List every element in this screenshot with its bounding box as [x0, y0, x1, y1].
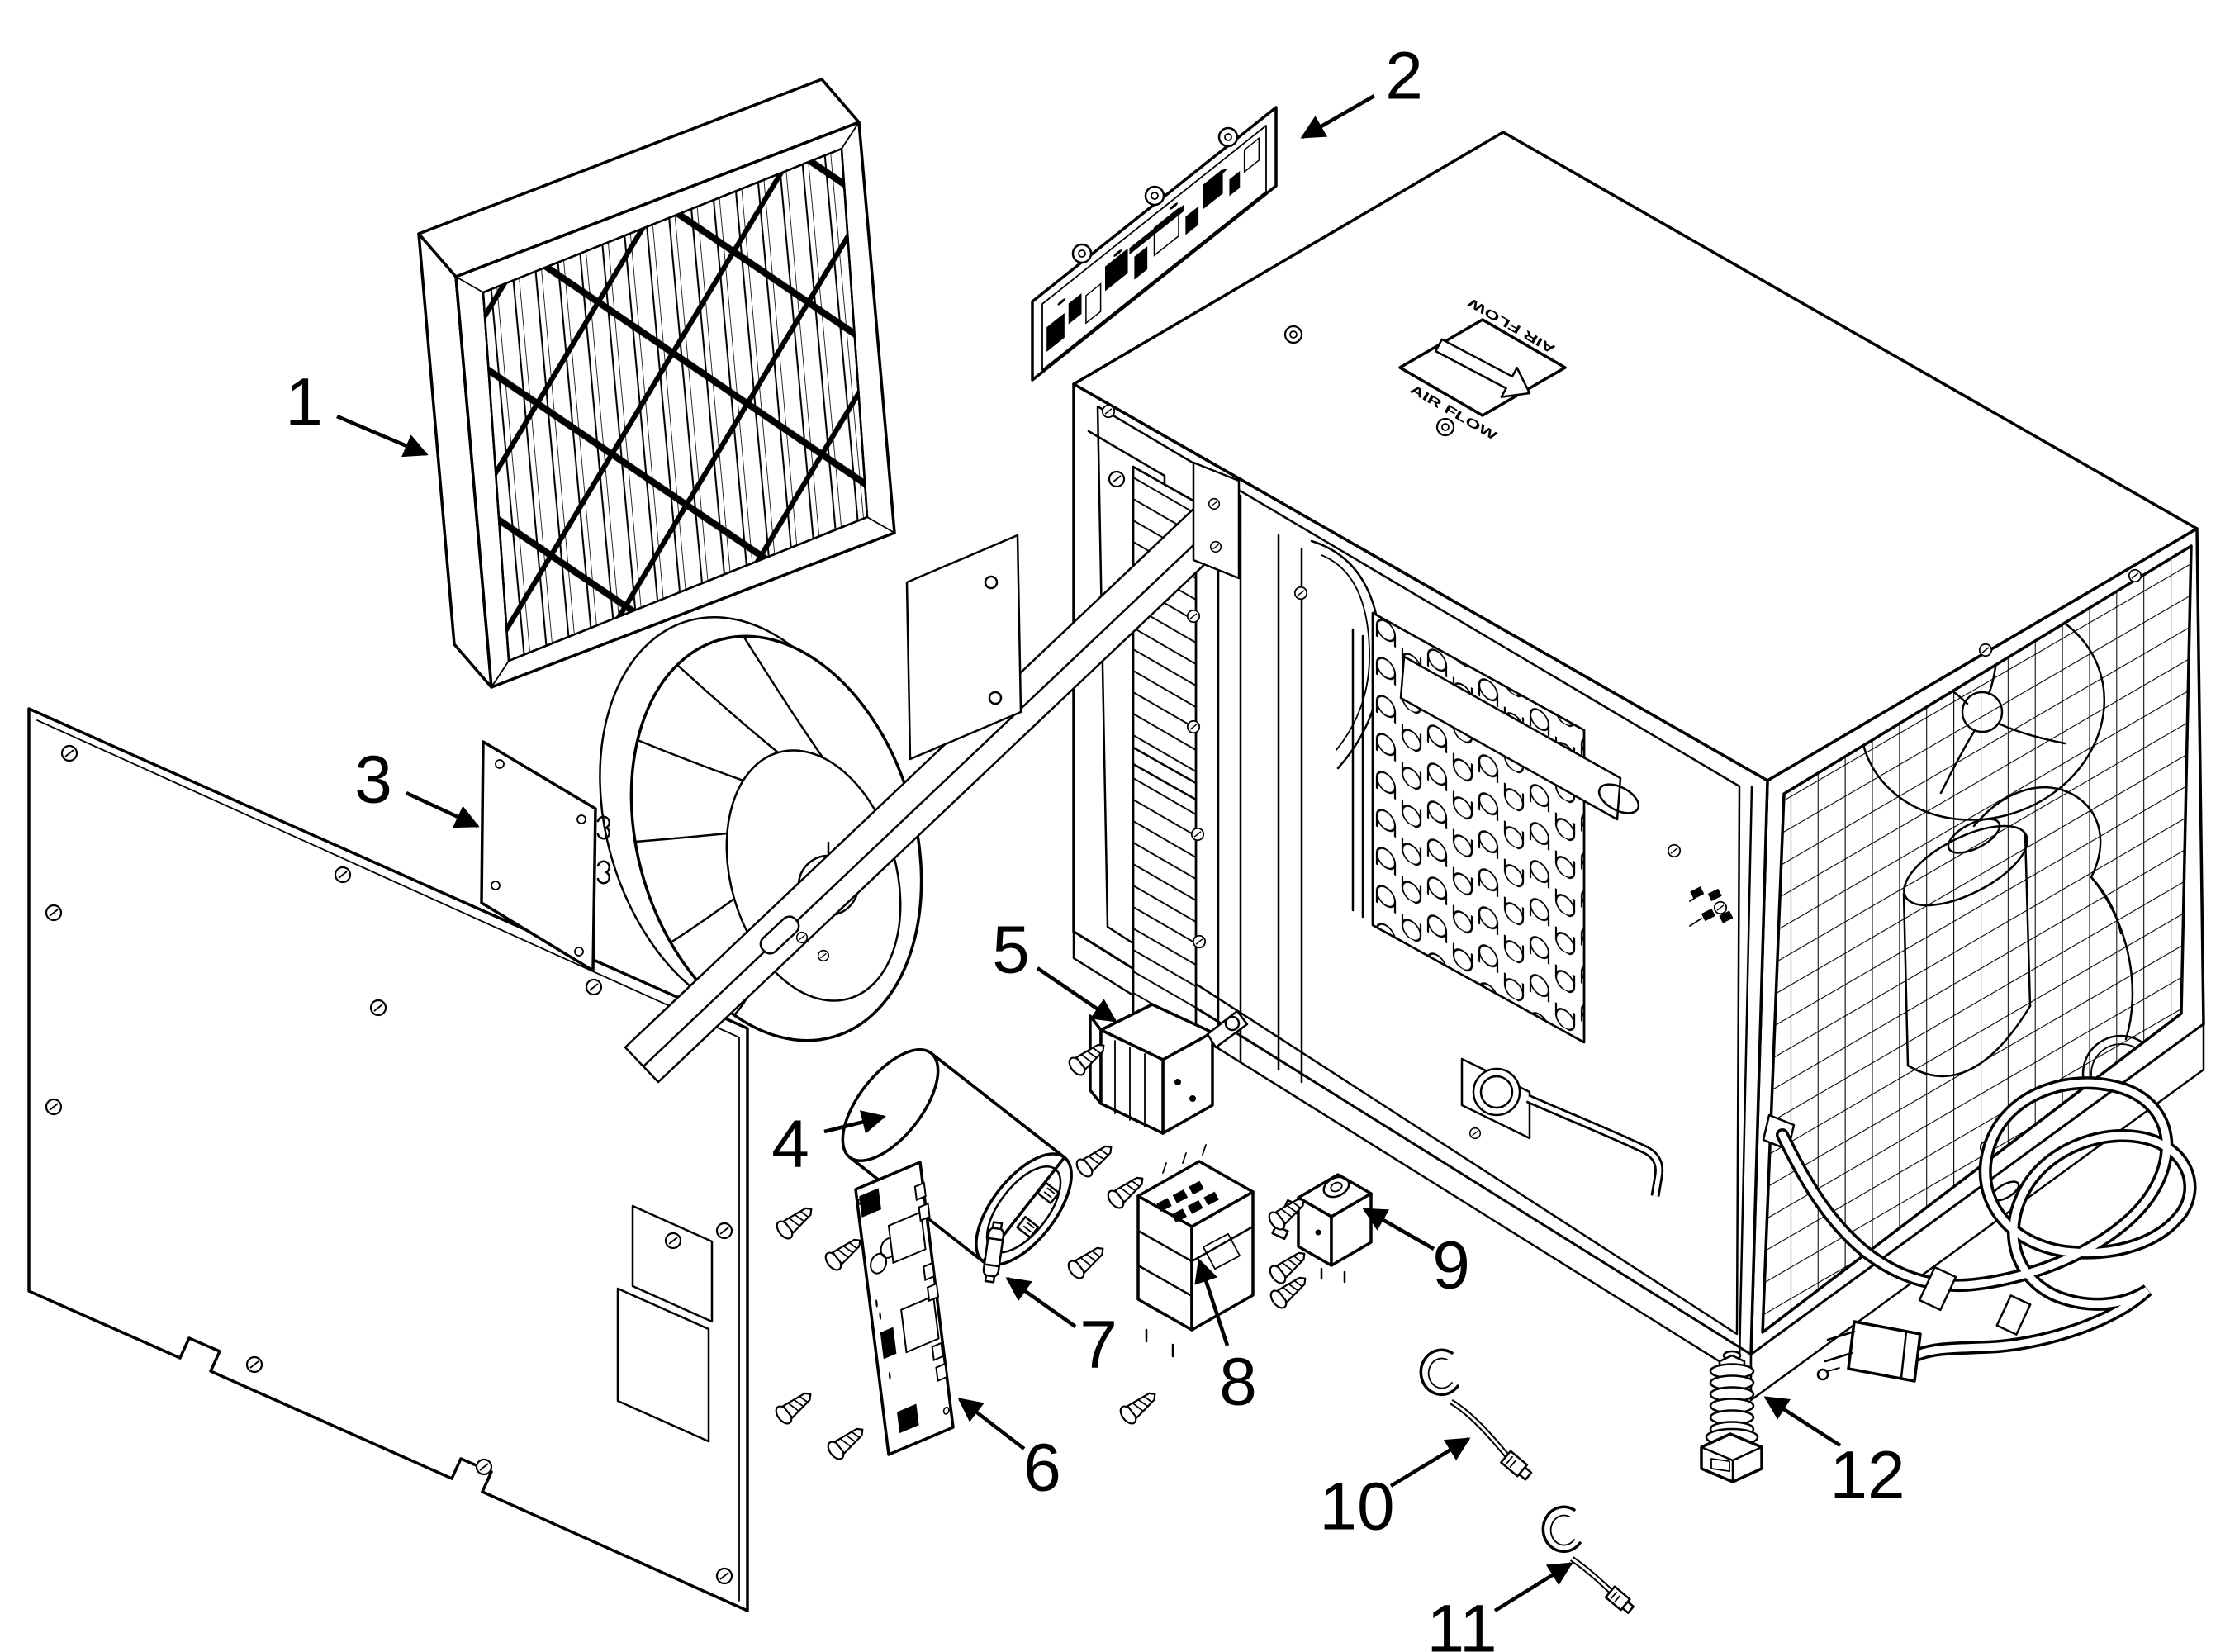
callout-arrow-7 [1005, 1277, 1077, 1328]
callout-arrow-9 [1362, 1208, 1435, 1251]
callout-arrow-12 [1763, 1396, 1842, 1447]
control-board-tabs [1071, 126, 1239, 264]
callout-arrow-5 [1036, 966, 1117, 1023]
terminal-lugs [1667, 843, 1734, 927]
callout-arrow-2 [1300, 94, 1376, 139]
callout-arrow-8 [1194, 1258, 1230, 1346]
evaporator-coil [1351, 611, 1640, 1044]
callout-number-4: 4 [771, 1107, 809, 1182]
wire-harness-2 [1541, 1505, 1635, 1614]
wire-harness-1 [1419, 1348, 1533, 1481]
callout-number-1: 1 [285, 365, 323, 440]
fuse [982, 1221, 1005, 1284]
blower-assembly [480, 461, 1242, 1084]
callout-number-3: 3 [354, 743, 392, 818]
callout-number-10: 10 [1319, 1469, 1394, 1545]
condenser-grille [1761, 544, 2193, 1334]
blower-bracket-rail [624, 461, 1242, 1084]
callout-number-6: 6 [1023, 1431, 1061, 1506]
contactor-terminals [1156, 1144, 1219, 1223]
air-flow-arrow-icon [1434, 338, 1531, 398]
leveling-bolt [1700, 1350, 1763, 1483]
air-filter [417, 78, 896, 689]
callout-arrow-3 [406, 790, 480, 828]
circuit-board [856, 1162, 954, 1455]
access-panel [480, 740, 610, 972]
callout-number-12: 12 [1829, 1438, 1905, 1513]
side-panel-label-outline [616, 1204, 714, 1443]
callout-number-5: 5 [992, 913, 1030, 988]
callout-arrow-10 [1389, 1437, 1471, 1488]
control-board [1032, 107, 1276, 380]
contactor [1136, 1144, 1255, 1358]
callout-number-2: 2 [1385, 39, 1423, 114]
callout-number-9: 9 [1432, 1228, 1470, 1303]
drain-fitting [1460, 1057, 1531, 1140]
callout-arrow-6 [957, 1398, 1026, 1450]
callout-number-7: 7 [1079, 1308, 1117, 1383]
callout-number-11: 11 [1426, 1592, 1497, 1652]
callout-arrow-1 [336, 414, 429, 458]
power-cord [1762, 1076, 2197, 1383]
side-panel [27, 707, 749, 1612]
callout-arrow-4 [823, 1110, 886, 1134]
callout-arrow-11 [1493, 1562, 1573, 1612]
power-plug [1816, 1320, 1922, 1383]
transformer [1089, 1003, 1249, 1135]
callout-number-8: 8 [1219, 1345, 1257, 1420]
capacitor-terminals [1016, 1181, 1060, 1239]
cabinet: AIR FLOW AIR FLOW [1072, 131, 2205, 1402]
